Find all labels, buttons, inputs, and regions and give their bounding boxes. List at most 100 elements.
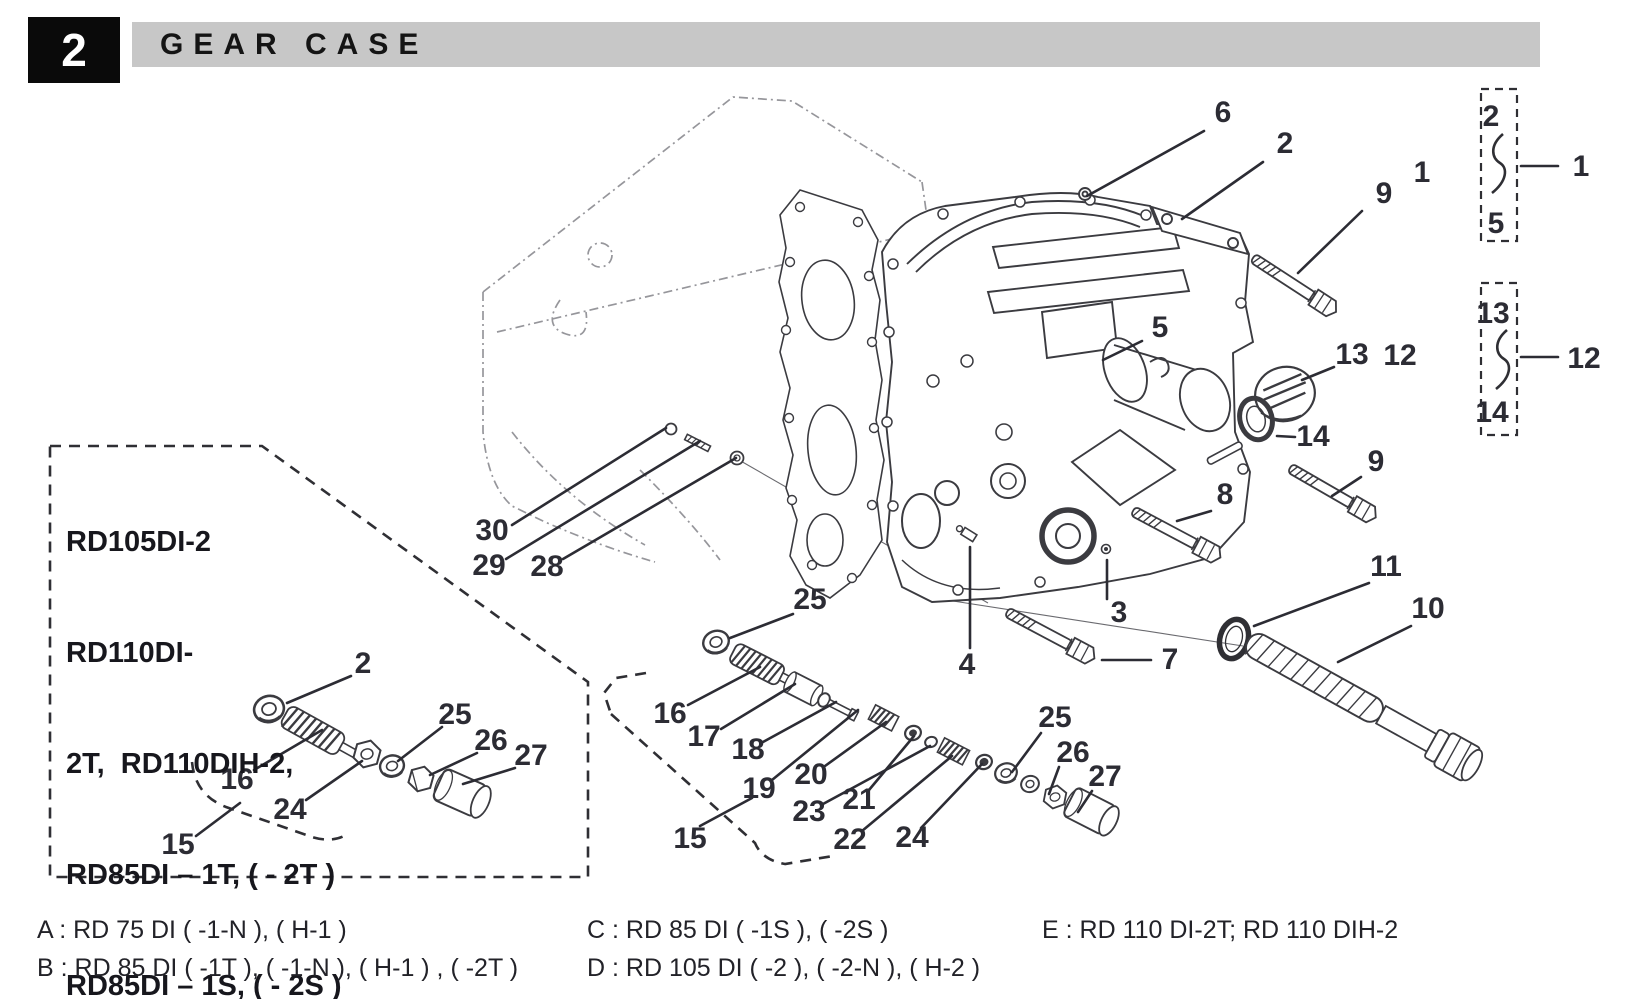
callout-leader-11 bbox=[1252, 581, 1371, 628]
oil-filler-cap bbox=[1254, 365, 1316, 423]
callout-leader-30 bbox=[510, 426, 668, 527]
callout-label-4: 4 bbox=[959, 648, 976, 681]
callout-leader-25 bbox=[1010, 731, 1043, 774]
nut-26-inset bbox=[407, 765, 435, 793]
callout-leader-26 bbox=[428, 751, 479, 777]
model-line: RD105DI-2 bbox=[66, 526, 212, 558]
callout-label-28: 28 bbox=[530, 550, 563, 583]
cap-retainer-pin bbox=[1206, 441, 1243, 465]
sleeve-17 bbox=[783, 670, 824, 707]
callout-label-6: 6 bbox=[1215, 96, 1232, 129]
refbox-2-top: 13 bbox=[1476, 297, 1509, 330]
brace-squiggle-1 bbox=[1491, 133, 1507, 195]
callout-leader-13 bbox=[1300, 365, 1336, 382]
callout-label-2: 2 bbox=[1277, 127, 1294, 160]
callout-label-8: 8 bbox=[1217, 478, 1234, 511]
callout-label-25: 25 bbox=[1038, 701, 1071, 734]
reference-boxes bbox=[1479, 87, 1519, 437]
callout-label-17: 17 bbox=[687, 720, 720, 753]
callout-label-3: 3 bbox=[1111, 596, 1128, 629]
callout-label-30: 30 bbox=[475, 514, 508, 547]
dipstick bbox=[1244, 632, 1484, 782]
callout-label-12: 12 bbox=[1383, 339, 1416, 372]
gear-case-body bbox=[881, 187, 1255, 603]
refbox-2-ref: 12 bbox=[1567, 342, 1600, 375]
bolt-3 bbox=[1100, 543, 1112, 555]
callout-label-21: 21 bbox=[842, 783, 875, 816]
callout-label-2: 2 bbox=[355, 647, 372, 680]
callout-leader-14 bbox=[1275, 434, 1297, 439]
callout-leader-2 bbox=[285, 674, 353, 705]
legend-entry-e: E : RD 110 DI-2T; RD 110 DIH-2 bbox=[1042, 916, 1399, 944]
callout-leader-19 bbox=[770, 708, 860, 782]
callout-label-18: 18 bbox=[731, 733, 764, 766]
callout-leader-9 bbox=[1296, 209, 1364, 275]
washer-set bbox=[1020, 774, 1040, 794]
callout-leader-18 bbox=[761, 700, 838, 744]
cap-27-inset bbox=[432, 768, 492, 819]
breather-pin-set bbox=[664, 422, 745, 466]
legend-entry-b: B : RD 85 DI ( -1T ), ( -1-N ), ( H-1 ) … bbox=[37, 954, 519, 982]
section-number-badge: 2 bbox=[28, 17, 120, 83]
callout-label-27: 27 bbox=[1088, 760, 1121, 793]
legend-entry-c: C : RD 85 DI ( -1S ), ( -2S ) bbox=[587, 916, 889, 944]
callout-leader-22 bbox=[860, 754, 954, 833]
callout-label-22: 22 bbox=[833, 823, 866, 856]
callout-label-9: 9 bbox=[1368, 445, 1385, 478]
bolt-9-upper bbox=[1247, 249, 1342, 321]
oil-seal bbox=[1039, 507, 1097, 565]
callout-leader-27 bbox=[461, 766, 517, 786]
o-ring-25b bbox=[994, 762, 1018, 784]
bolt-9-lower bbox=[1284, 459, 1382, 527]
washer-25-inset bbox=[378, 754, 406, 778]
brace-squiggle-2 bbox=[1495, 329, 1511, 391]
washer-21 bbox=[904, 724, 922, 742]
callout-label-26: 26 bbox=[1056, 736, 1089, 769]
washer-23 bbox=[924, 735, 938, 749]
callout-label-16: 16 bbox=[220, 763, 253, 796]
callout-label-10: 10 bbox=[1411, 592, 1444, 625]
callout-label-25: 25 bbox=[793, 583, 826, 616]
callout-label-1: 1 bbox=[1414, 156, 1431, 189]
callout-label-24: 24 bbox=[273, 793, 307, 826]
callout-leader-15 bbox=[698, 796, 754, 828]
callout-leader-17 bbox=[719, 682, 797, 731]
o-ring-25 bbox=[702, 629, 730, 655]
callout-label-26: 26 bbox=[474, 724, 507, 757]
callout-label-14: 14 bbox=[1296, 420, 1330, 453]
model-line: RD85DI – 1T, ( - 2T ) bbox=[66, 859, 336, 891]
oil-filler-neck bbox=[1102, 337, 1232, 433]
filler-cap-o-ring bbox=[1237, 395, 1275, 443]
callout-label-16: 16 bbox=[653, 697, 686, 730]
callout-leader-10 bbox=[1336, 624, 1413, 664]
spring-16 bbox=[729, 643, 793, 686]
refbox-1-ref: 1 bbox=[1573, 150, 1590, 183]
cap-27 bbox=[1063, 787, 1120, 837]
model-applicability-note: RD105DI-2 RD110DI- 2T, RD110DIH-2, RD85D… bbox=[66, 450, 342, 999]
callout-leader-15 bbox=[194, 801, 242, 838]
plug-4 bbox=[955, 525, 979, 543]
title-bar: GEAR CASE bbox=[132, 22, 1540, 67]
callout-leader-21 bbox=[867, 734, 916, 792]
callout-leader-27 bbox=[1076, 789, 1094, 814]
callout-leader-16 bbox=[252, 728, 324, 772]
callout-leader-23 bbox=[821, 744, 932, 806]
o-ring-2 bbox=[252, 694, 286, 724]
callout-leader-9 bbox=[1330, 475, 1363, 498]
dipstick-o-ring bbox=[1216, 616, 1252, 662]
inset-boundary bbox=[48, 444, 834, 879]
callout-label-11: 11 bbox=[1370, 550, 1402, 583]
legend-entry-d: D : RD 105 DI ( -2 ), ( -2-N ), ( H-2 ) bbox=[587, 954, 981, 982]
refbox-2-bottom: 14 bbox=[1475, 396, 1509, 429]
refbox-1-bottom: 5 bbox=[1488, 207, 1505, 240]
callout-label-9: 9 bbox=[1376, 177, 1393, 210]
callout-leader-24 bbox=[919, 762, 984, 830]
mounting-plate bbox=[1150, 205, 1250, 256]
callout-label-7: 7 bbox=[1162, 643, 1179, 676]
model-line: RD85DI – 1S, ( - 2S ) bbox=[66, 970, 342, 999]
callout-label-15: 15 bbox=[673, 822, 706, 855]
callout-label-15: 15 bbox=[161, 828, 194, 861]
